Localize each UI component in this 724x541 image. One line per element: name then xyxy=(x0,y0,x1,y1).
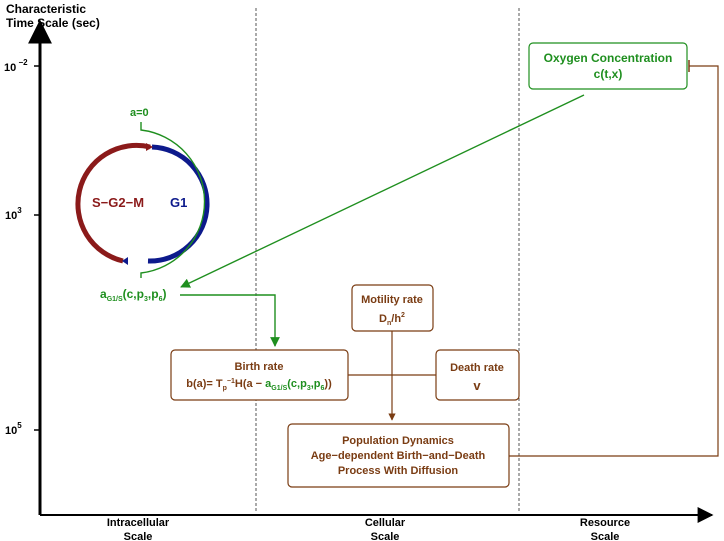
cycle-arrowhead xyxy=(146,143,153,151)
population-box-line3: Process With Diffusion xyxy=(338,465,459,477)
cycle-arrowhead xyxy=(122,257,128,265)
x-scale-label-resource: Resource xyxy=(580,517,630,529)
y-tick-label: 103 xyxy=(5,206,22,222)
x-scale-label-cellular: Cellular xyxy=(365,517,406,529)
y-axis-title-line2: Time Scale (sec) xyxy=(6,16,100,30)
birth-rate-box xyxy=(170,349,349,401)
x-scale-label-resource: Scale xyxy=(591,531,620,541)
death-box-title: Death rate xyxy=(450,362,504,374)
motility-box-formula: Dn/h2 xyxy=(379,312,405,327)
population-to-oxygen-feedback xyxy=(509,65,719,457)
population-box-line2: Age−dependent Birth−and−Death xyxy=(311,450,486,462)
oxygen-to-threshold-arrow xyxy=(180,94,585,288)
threshold-to-birth-arrow xyxy=(180,294,280,347)
x-scale-label-cellular: Scale xyxy=(371,531,400,541)
death-box-variable: v xyxy=(473,378,481,393)
oxygen-box-variable: c(t,x) xyxy=(594,67,623,81)
population-box-title: Population Dynamics xyxy=(342,435,454,447)
phase-label-g1: G1 xyxy=(170,195,187,210)
phase-label-s-g2-m: S−G2−M xyxy=(92,195,144,210)
cell-cycle-arc-s-g2-m xyxy=(75,142,151,264)
oxygen-concentration-box xyxy=(528,42,688,90)
x-scale-label-intracellular: Scale xyxy=(124,531,153,541)
age-start-label: a=0 xyxy=(130,107,149,119)
motility-box-title: Motility rate xyxy=(361,294,423,306)
oxygen-box-title: Oxygen Concentration xyxy=(544,51,673,65)
cell-cycle-arc-g1 xyxy=(147,144,210,264)
birth-box-title: Birth rate xyxy=(235,361,284,373)
y-tick-label: 10 −2 xyxy=(4,58,28,74)
birth-box-formula: b(a)= Tp−1H(a − aG1/S(c,p3,p6)) xyxy=(186,378,332,392)
y-tick-label: 105 xyxy=(5,421,22,437)
age-progress-arc xyxy=(140,122,206,278)
y-axis-title-line1: Characteristic xyxy=(6,2,86,16)
threshold-label: aG1/S(c,p3,p6) xyxy=(100,287,166,303)
x-scale-label-intracellular: Intracellular xyxy=(107,517,170,529)
